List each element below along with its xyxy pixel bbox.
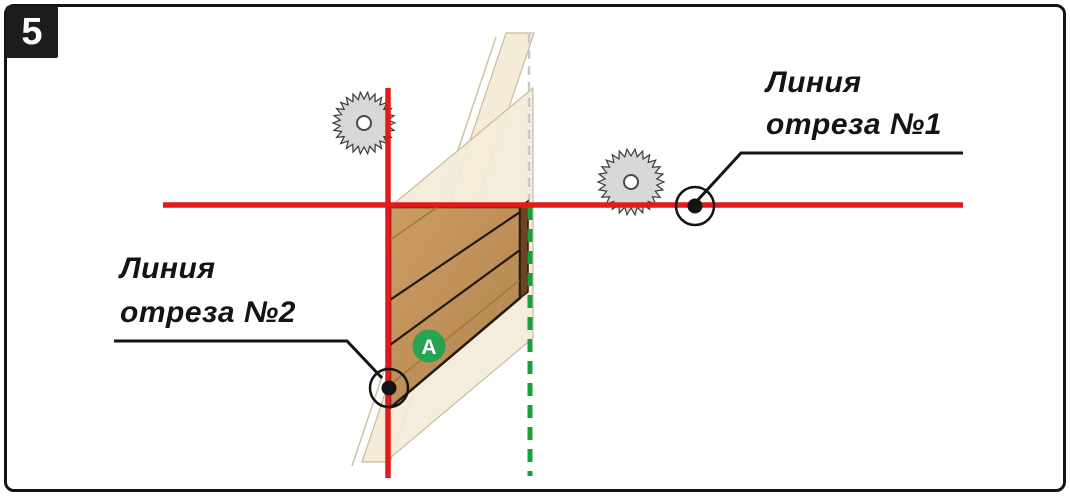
callout-2-ring xyxy=(368,367,410,409)
callout-1-text-line-2: отреза №1 xyxy=(766,108,942,141)
callout-1-text-line-1: Линия xyxy=(764,66,862,99)
callout-cut-line-2: Линия отреза №2 xyxy=(114,252,410,409)
callout-1-ring xyxy=(674,185,716,227)
wood-grain-line xyxy=(390,207,520,241)
callout-2-leader-line xyxy=(114,339,384,380)
wood-seam-line xyxy=(390,211,520,301)
callout-2-dot xyxy=(381,380,397,396)
saw-blade-hole xyxy=(623,174,639,190)
callout-2-text-line-1: Линия xyxy=(118,252,216,285)
wood-edge-thickness xyxy=(519,199,529,300)
callout-1-dot xyxy=(687,198,703,214)
saw-blade-icon xyxy=(596,147,666,217)
callout-cut-line-1: Линия отреза №1 xyxy=(674,66,963,227)
wood-grain-line xyxy=(390,279,520,386)
saw-blade-hole xyxy=(356,115,372,131)
piece-a-badge-label: A xyxy=(421,336,436,359)
piece-a-badge: A xyxy=(412,329,446,363)
piece-a-badge-circle xyxy=(412,329,446,363)
step-number-badge: 5 xyxy=(6,6,58,58)
callout-2-text-line-2: отреза №2 xyxy=(120,296,296,329)
step-number: 5 xyxy=(21,10,43,53)
callout-1-leader-line xyxy=(694,151,963,204)
saw-blade-icon xyxy=(331,90,397,156)
wood-seam-line xyxy=(390,249,520,346)
